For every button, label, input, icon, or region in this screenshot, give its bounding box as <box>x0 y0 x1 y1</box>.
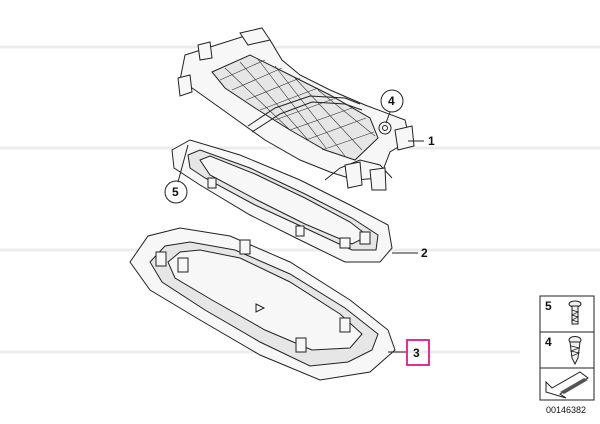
callout-5-circle <box>164 180 188 204</box>
leader-lines <box>177 111 424 353</box>
part-2-middle-frame <box>171 139 393 263</box>
legend-label-5: 5 <box>545 299 552 313</box>
callout-3: 3 <box>413 346 420 360</box>
screw-icon <box>568 300 582 325</box>
callout-1: 1 <box>428 134 435 148</box>
part-1-grille-frame <box>177 27 415 191</box>
diagram-number: 00146382 <box>546 405 586 415</box>
direction-arrow-icon <box>545 371 589 399</box>
legend-label-4: 4 <box>545 335 552 349</box>
callout-2: 2 <box>421 246 428 260</box>
legend-panel: 5 4 <box>539 295 595 401</box>
part-3-lower-housing <box>129 227 396 381</box>
self-tapping-screw-icon <box>568 336 582 366</box>
callout-5: 5 <box>172 185 179 199</box>
callout-3-highlight-box <box>406 339 430 366</box>
watermark-bands <box>0 45 600 354</box>
callout-4: 4 <box>388 94 395 108</box>
callout-4-circle <box>380 89 404 113</box>
